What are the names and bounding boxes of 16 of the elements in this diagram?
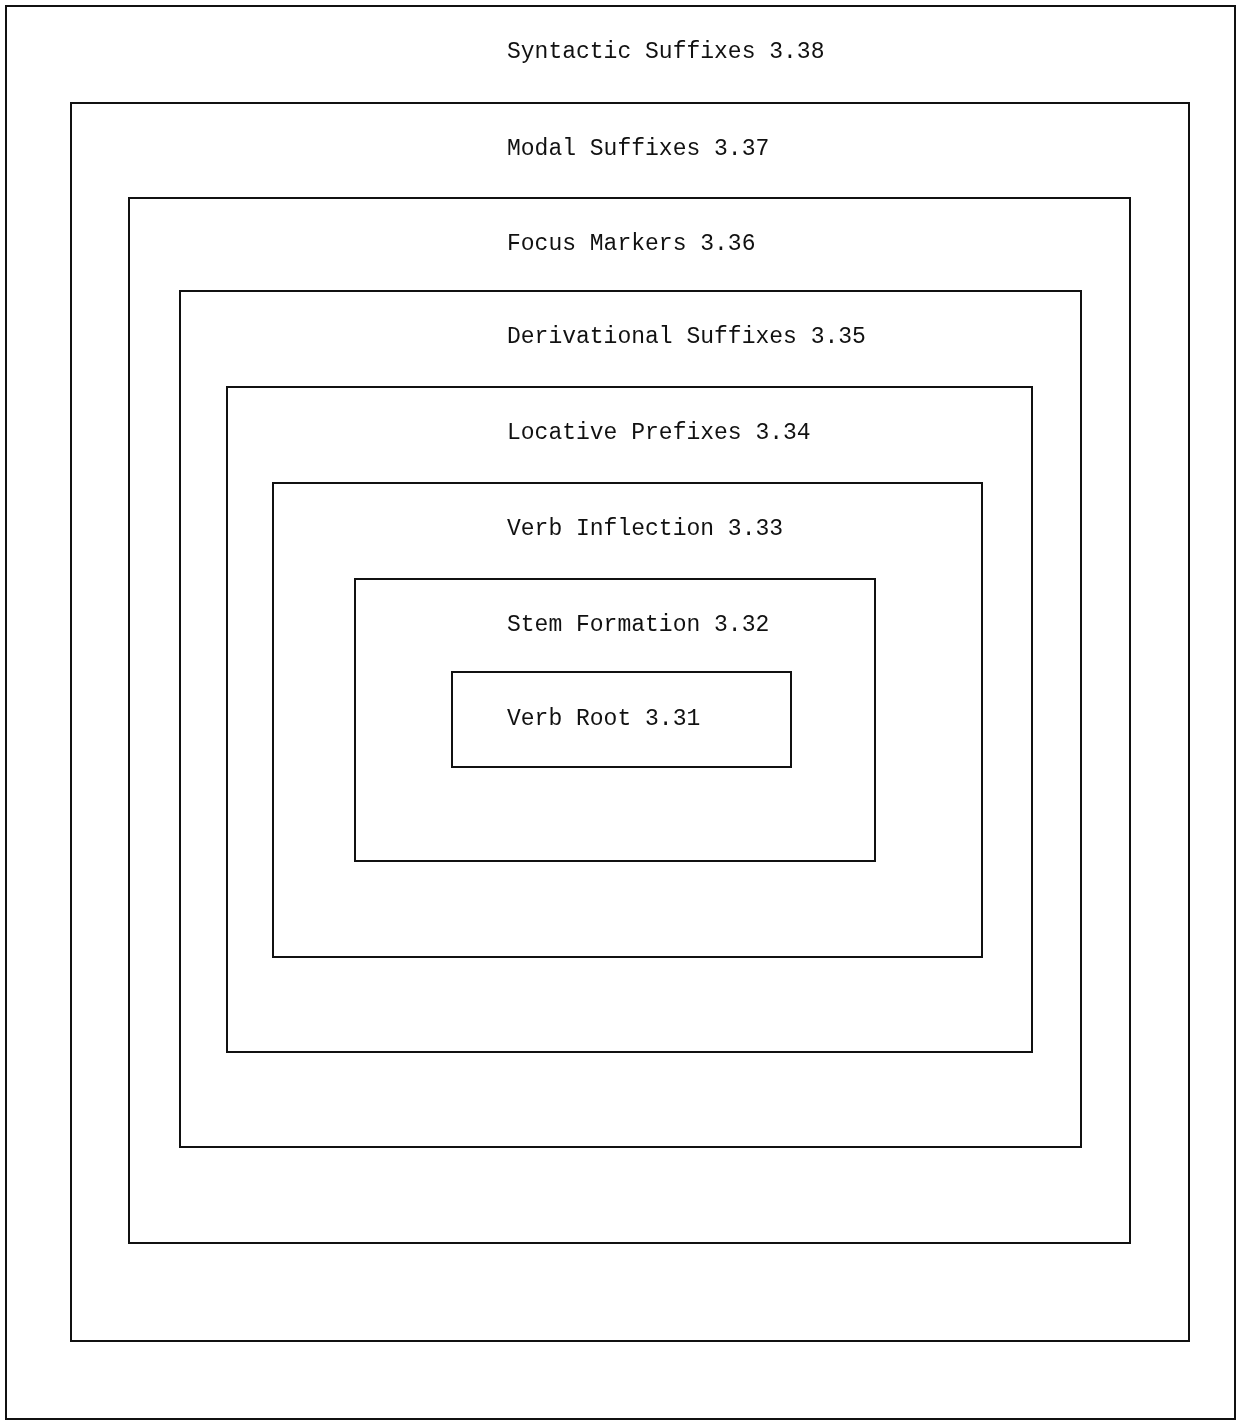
nested-box — [5, 5, 1236, 1420]
nested-box — [354, 578, 876, 862]
box-title: Syntactic Suffixes 3.38 — [507, 38, 825, 66]
box-title: Locative Prefixes 3.34 — [507, 419, 811, 447]
nested-box — [128, 197, 1131, 1244]
nested-box — [226, 386, 1033, 1053]
nested-box — [179, 290, 1082, 1148]
nested-box — [451, 671, 792, 768]
box-title: Focus Markers 3.36 — [507, 230, 756, 258]
nested-box — [272, 482, 983, 958]
box-title: Verb Root 3.31 — [507, 705, 701, 733]
box-title: Verb Inflection 3.33 — [507, 515, 784, 543]
box-title: Stem Formation 3.32 — [507, 611, 770, 639]
nested-box — [70, 102, 1190, 1342]
box-title: Modal Suffixes 3.37 — [507, 135, 770, 163]
box-title: Derivational Suffixes 3.35 — [507, 323, 866, 351]
